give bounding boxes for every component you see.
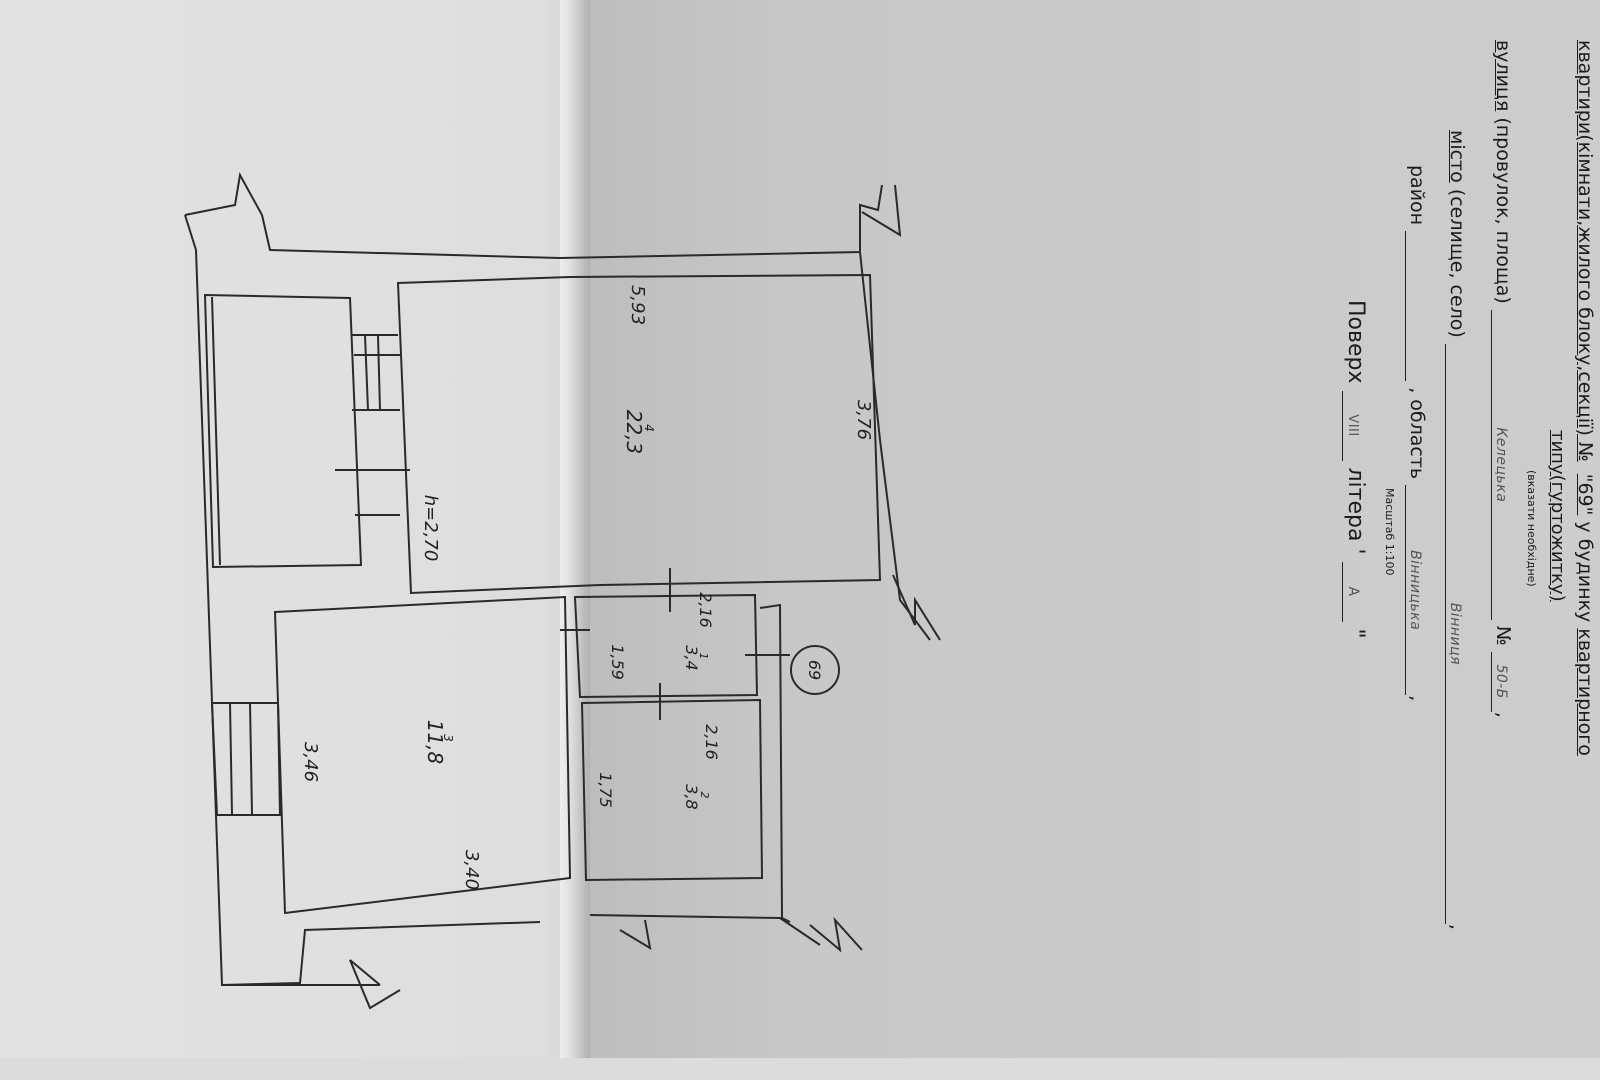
room3-area-label: 11,8	[423, 720, 447, 765]
room4-width-label: 5,93	[627, 285, 648, 325]
room3-number-label: 3	[441, 734, 455, 742]
room2-depth-label: 1,75	[596, 772, 615, 808]
outer-wall-left	[184, 214, 380, 986]
apartment-number-circle	[790, 645, 840, 695]
room3-outline	[273, 595, 572, 915]
lower-wall	[221, 914, 821, 986]
paper-fold	[560, 0, 590, 1058]
room1-area-label: 3,4	[682, 645, 701, 670]
room4-height-label: h=2,70	[420, 495, 441, 562]
room1-depth-label: 1,59	[608, 644, 627, 680]
outer-wall-top	[184, 171, 883, 260]
apartment-circle-label: 69	[805, 660, 824, 680]
room1-outline	[573, 593, 759, 699]
floor-plan: 69 5,93 3,76 22,3 4 h=2,70 2,16 1,59 3,4…	[184, 171, 941, 1010]
room4-number-label: 4	[642, 424, 656, 432]
room4-depth-label: 3,76	[853, 400, 874, 440]
room1-number-label: 1	[697, 653, 710, 660]
corridor-wall	[759, 603, 791, 923]
room4-outline	[396, 273, 882, 595]
break-mark-bottom-mid	[619, 919, 652, 950]
break-mark-top-right	[861, 184, 902, 237]
room3-window	[210, 702, 282, 816]
left-block	[203, 293, 363, 569]
room3-width-label: 3,40	[461, 850, 482, 890]
room1-width-label: 2,16	[696, 592, 715, 628]
room4-area-label: 22,3	[622, 410, 646, 455]
room3-depth-label: 3,46	[300, 742, 321, 782]
break-mark-right	[892, 574, 941, 641]
break-mark-bottom	[349, 959, 401, 1010]
room2-width-label: 2,16	[702, 724, 721, 760]
room2-outline	[580, 698, 764, 882]
room2-number-label: 2	[698, 792, 711, 799]
document-sheet	[0, 0, 1600, 1058]
room2-area-label: 3,8	[682, 784, 701, 809]
break-mark-bottom-right	[809, 916, 863, 953]
